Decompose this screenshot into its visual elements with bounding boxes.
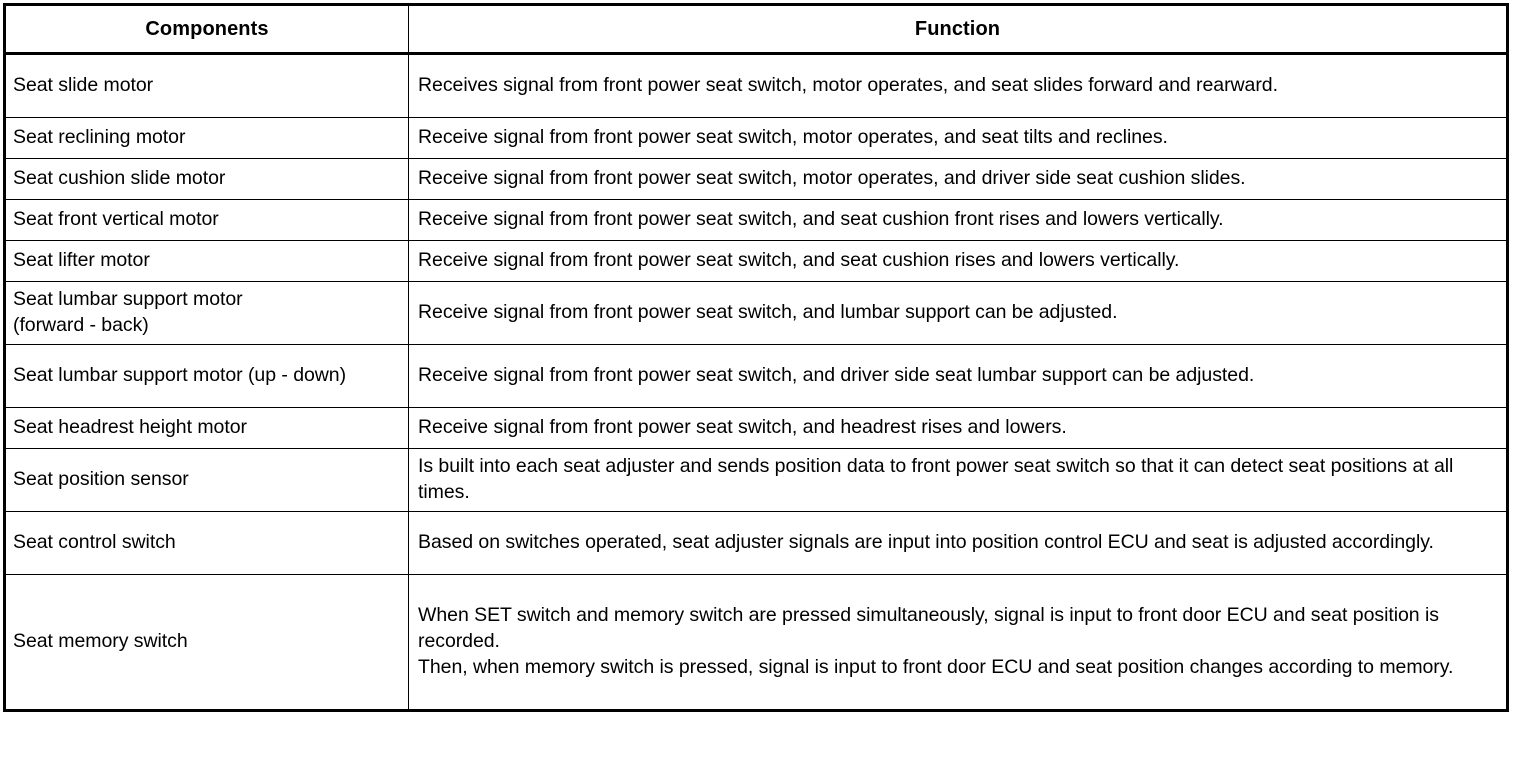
table-row: Seat lifter motor Receive signal from fro… bbox=[4, 240, 1508, 282]
component-label: Seat front vertical motor bbox=[13, 208, 219, 231]
table-row: Seat headrest height motor Receive signal… bbox=[4, 407, 1508, 449]
table-row: Seat memory switch When SET switch and me… bbox=[4, 574, 1508, 711]
column-header-function: Function bbox=[408, 4, 1508, 55]
component-label: Seat slide motor bbox=[13, 74, 154, 97]
cell-function: Is built into each seat adjuster and sen… bbox=[408, 448, 1508, 512]
table-body: Seat slide motor Receives signal from fro… bbox=[4, 53, 1508, 711]
cell-component: Seat slide motor bbox=[4, 53, 409, 118]
table-row: Seat position sensor Is built into each s… bbox=[4, 448, 1508, 512]
cell-function: Receive signal from front power seat swi… bbox=[408, 407, 1508, 449]
cell-component: Seat headrest height motor bbox=[4, 407, 409, 449]
cell-component: Seat cushion slide motor bbox=[4, 158, 409, 200]
function-description: Receive signal from front power seat swi… bbox=[418, 249, 1180, 272]
function-description: Receives signal from front power seat sw… bbox=[418, 74, 1278, 97]
cell-component: Seat position sensor bbox=[4, 448, 409, 512]
table-header: Components Function bbox=[4, 4, 1508, 55]
cell-component: Seat lumbar support motor (up - down) bbox=[4, 344, 409, 408]
function-description: Receive signal from front power seat swi… bbox=[418, 208, 1224, 231]
table-header-row: Components Function bbox=[4, 4, 1508, 55]
function-description: Based on switches operated, seat adjuste… bbox=[418, 531, 1434, 554]
component-label: Seat lumbar support motor (forward - bac… bbox=[13, 288, 243, 336]
component-label: Seat control switch bbox=[13, 531, 176, 554]
table-row: Seat lumbar support motor (forward - bac… bbox=[4, 281, 1508, 345]
function-description: Is built into each seat adjuster and sen… bbox=[418, 455, 1454, 503]
cell-function: Receive signal from front power seat swi… bbox=[408, 199, 1508, 241]
function-description: Receive signal from front power seat swi… bbox=[418, 301, 1118, 324]
component-label: Seat cushion slide motor bbox=[13, 167, 226, 190]
component-label: Seat reclining motor bbox=[13, 126, 186, 149]
component-label: Seat headrest height motor bbox=[13, 416, 247, 439]
cell-function: Receive signal from front power seat swi… bbox=[408, 281, 1508, 345]
function-description: Receive signal from front power seat swi… bbox=[418, 364, 1255, 387]
cell-function: Receives signal from front power seat sw… bbox=[408, 53, 1508, 118]
function-description: Receive signal from front power seat swi… bbox=[418, 167, 1246, 190]
component-label: Seat memory switch bbox=[13, 630, 188, 653]
table-row: Seat reclining motor Receive signal from … bbox=[4, 117, 1508, 159]
table-row: Seat cushion slide motor Receive signal f… bbox=[4, 158, 1508, 200]
cell-component: Seat memory switch bbox=[4, 574, 409, 711]
table-row: Seat front vertical motor Receive signal … bbox=[4, 199, 1508, 241]
function-description: Receive signal from front power seat swi… bbox=[418, 416, 1067, 439]
cell-function: Receive signal from front power seat swi… bbox=[408, 117, 1508, 159]
cell-component: Seat control switch bbox=[4, 511, 409, 575]
cell-function: Receive signal from front power seat swi… bbox=[408, 344, 1508, 408]
function-description: Receive signal from front power seat swi… bbox=[418, 126, 1168, 149]
column-header-components: Components bbox=[4, 4, 409, 55]
function-description: When SET switch and memory switch are pr… bbox=[418, 604, 1454, 678]
cell-component: Seat lumbar support motor (forward - bac… bbox=[4, 281, 409, 345]
table-row: Seat slide motor Receives signal from fro… bbox=[4, 53, 1508, 118]
cell-component: Seat lifter motor bbox=[4, 240, 409, 282]
cell-component: Seat front vertical motor bbox=[4, 199, 409, 241]
cell-function: Based on switches operated, seat adjuste… bbox=[408, 511, 1508, 575]
component-label: Seat lumbar support motor (up - down) bbox=[13, 364, 347, 387]
cell-component: Seat reclining motor bbox=[4, 117, 409, 159]
cell-function: Receive signal from front power seat swi… bbox=[408, 240, 1508, 282]
component-label: Seat position sensor bbox=[13, 468, 189, 491]
table-row: Seat lumbar support motor (up - down) Rec… bbox=[4, 344, 1508, 408]
component-label: Seat lifter motor bbox=[13, 249, 150, 272]
cell-function: When SET switch and memory switch are pr… bbox=[408, 574, 1508, 711]
table-row: Seat control switch Based on switches ope… bbox=[4, 511, 1508, 575]
cell-function: Receive signal from front power seat swi… bbox=[408, 158, 1508, 200]
